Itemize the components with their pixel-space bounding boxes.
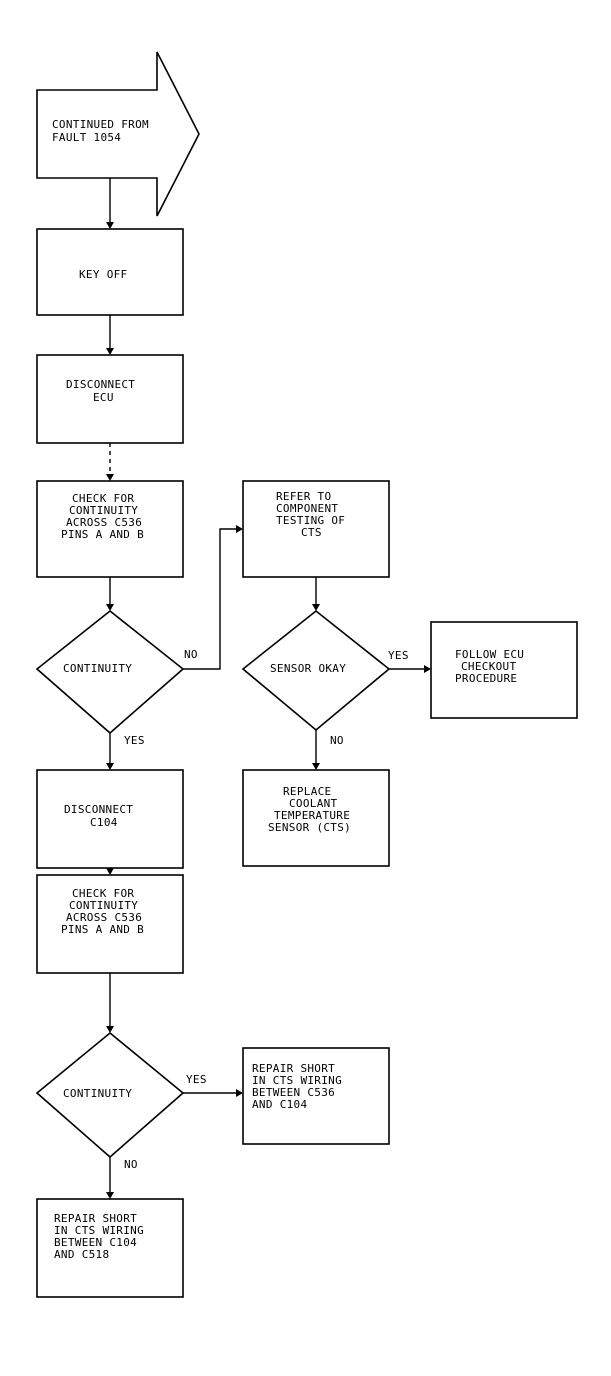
ecu-checkout-box [430,621,578,719]
disconnect-ecu-box [36,354,184,444]
start-text: CONTINUED FROM FAULT 1054 [52,118,156,144]
check-continuity-2-text: CHECK FOR CONTINUITY ACROSS C536 PINS A … [61,887,149,936]
repair-short-c104-c518-box [36,1198,184,1298]
check-continuity-1-box [36,480,184,578]
decision-sensor-text: SENSOR OKAY [270,662,346,675]
disconnect-c104-text: DISCONNECT C104 [64,803,140,829]
decision-continuity-2-text: CONTINUITY [63,1087,132,1100]
disconnect-c104-box [36,769,184,869]
ecu-checkout-text: FOLLOW ECU CHECKOUT PROCEDURE [455,648,531,685]
repair-short-c104-c518-text: REPAIR SHORT IN CTS WIRING BETWEEN C104 … [54,1212,151,1261]
repair-short-c536-c104-text: REPAIR SHORT IN CTS WIRING BETWEEN C536 … [252,1062,349,1111]
replace-cts-box [242,769,390,867]
decision-1-yes-label: YES [124,734,145,747]
decision-sensor-yes-label: YES [388,649,409,662]
check-continuity-1-text: CHECK FOR CONTINUITY ACROSS C536 PINS A … [61,492,149,541]
check-continuity-2-box [36,874,184,974]
refer-cts-text: REFER TO COMPONENT TESTING OF CTS [276,490,352,539]
key-off-text: KEY OFF [79,268,127,281]
start-pentagon [36,51,200,217]
replace-cts-text: REPLACE COOLANT TEMPERATURE SENSOR (CTS) [268,785,357,834]
repair-short-c536-c104-box [242,1047,390,1145]
decision-2-yes-label: YES [186,1073,207,1086]
decision-continuity-1-text: CONTINUITY [63,662,132,675]
disconnect-ecu-text: DISCONNECT ECU [66,378,142,404]
decision-1-no-label: NO [184,648,198,661]
refer-cts-box [242,480,390,578]
decision-sensor-no-label: NO [330,734,344,747]
decision-2-no-label: NO [124,1158,138,1171]
